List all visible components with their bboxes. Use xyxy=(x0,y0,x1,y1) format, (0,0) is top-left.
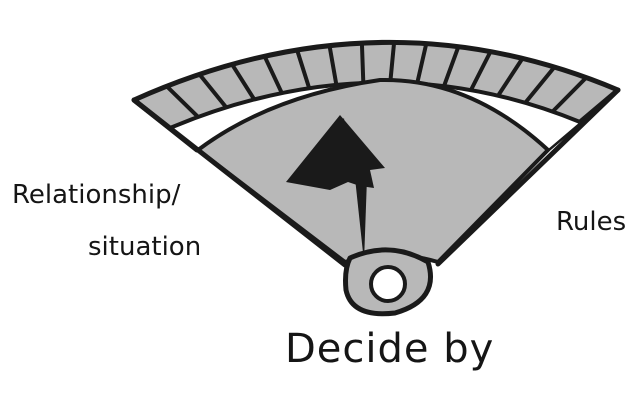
caption: Decide by xyxy=(285,326,494,372)
left-label-line1: Relationship/ xyxy=(12,180,181,210)
right-label: Rules xyxy=(556,207,626,237)
gauge-pivot-center xyxy=(371,267,405,301)
left-label-line2: situation xyxy=(88,232,201,262)
